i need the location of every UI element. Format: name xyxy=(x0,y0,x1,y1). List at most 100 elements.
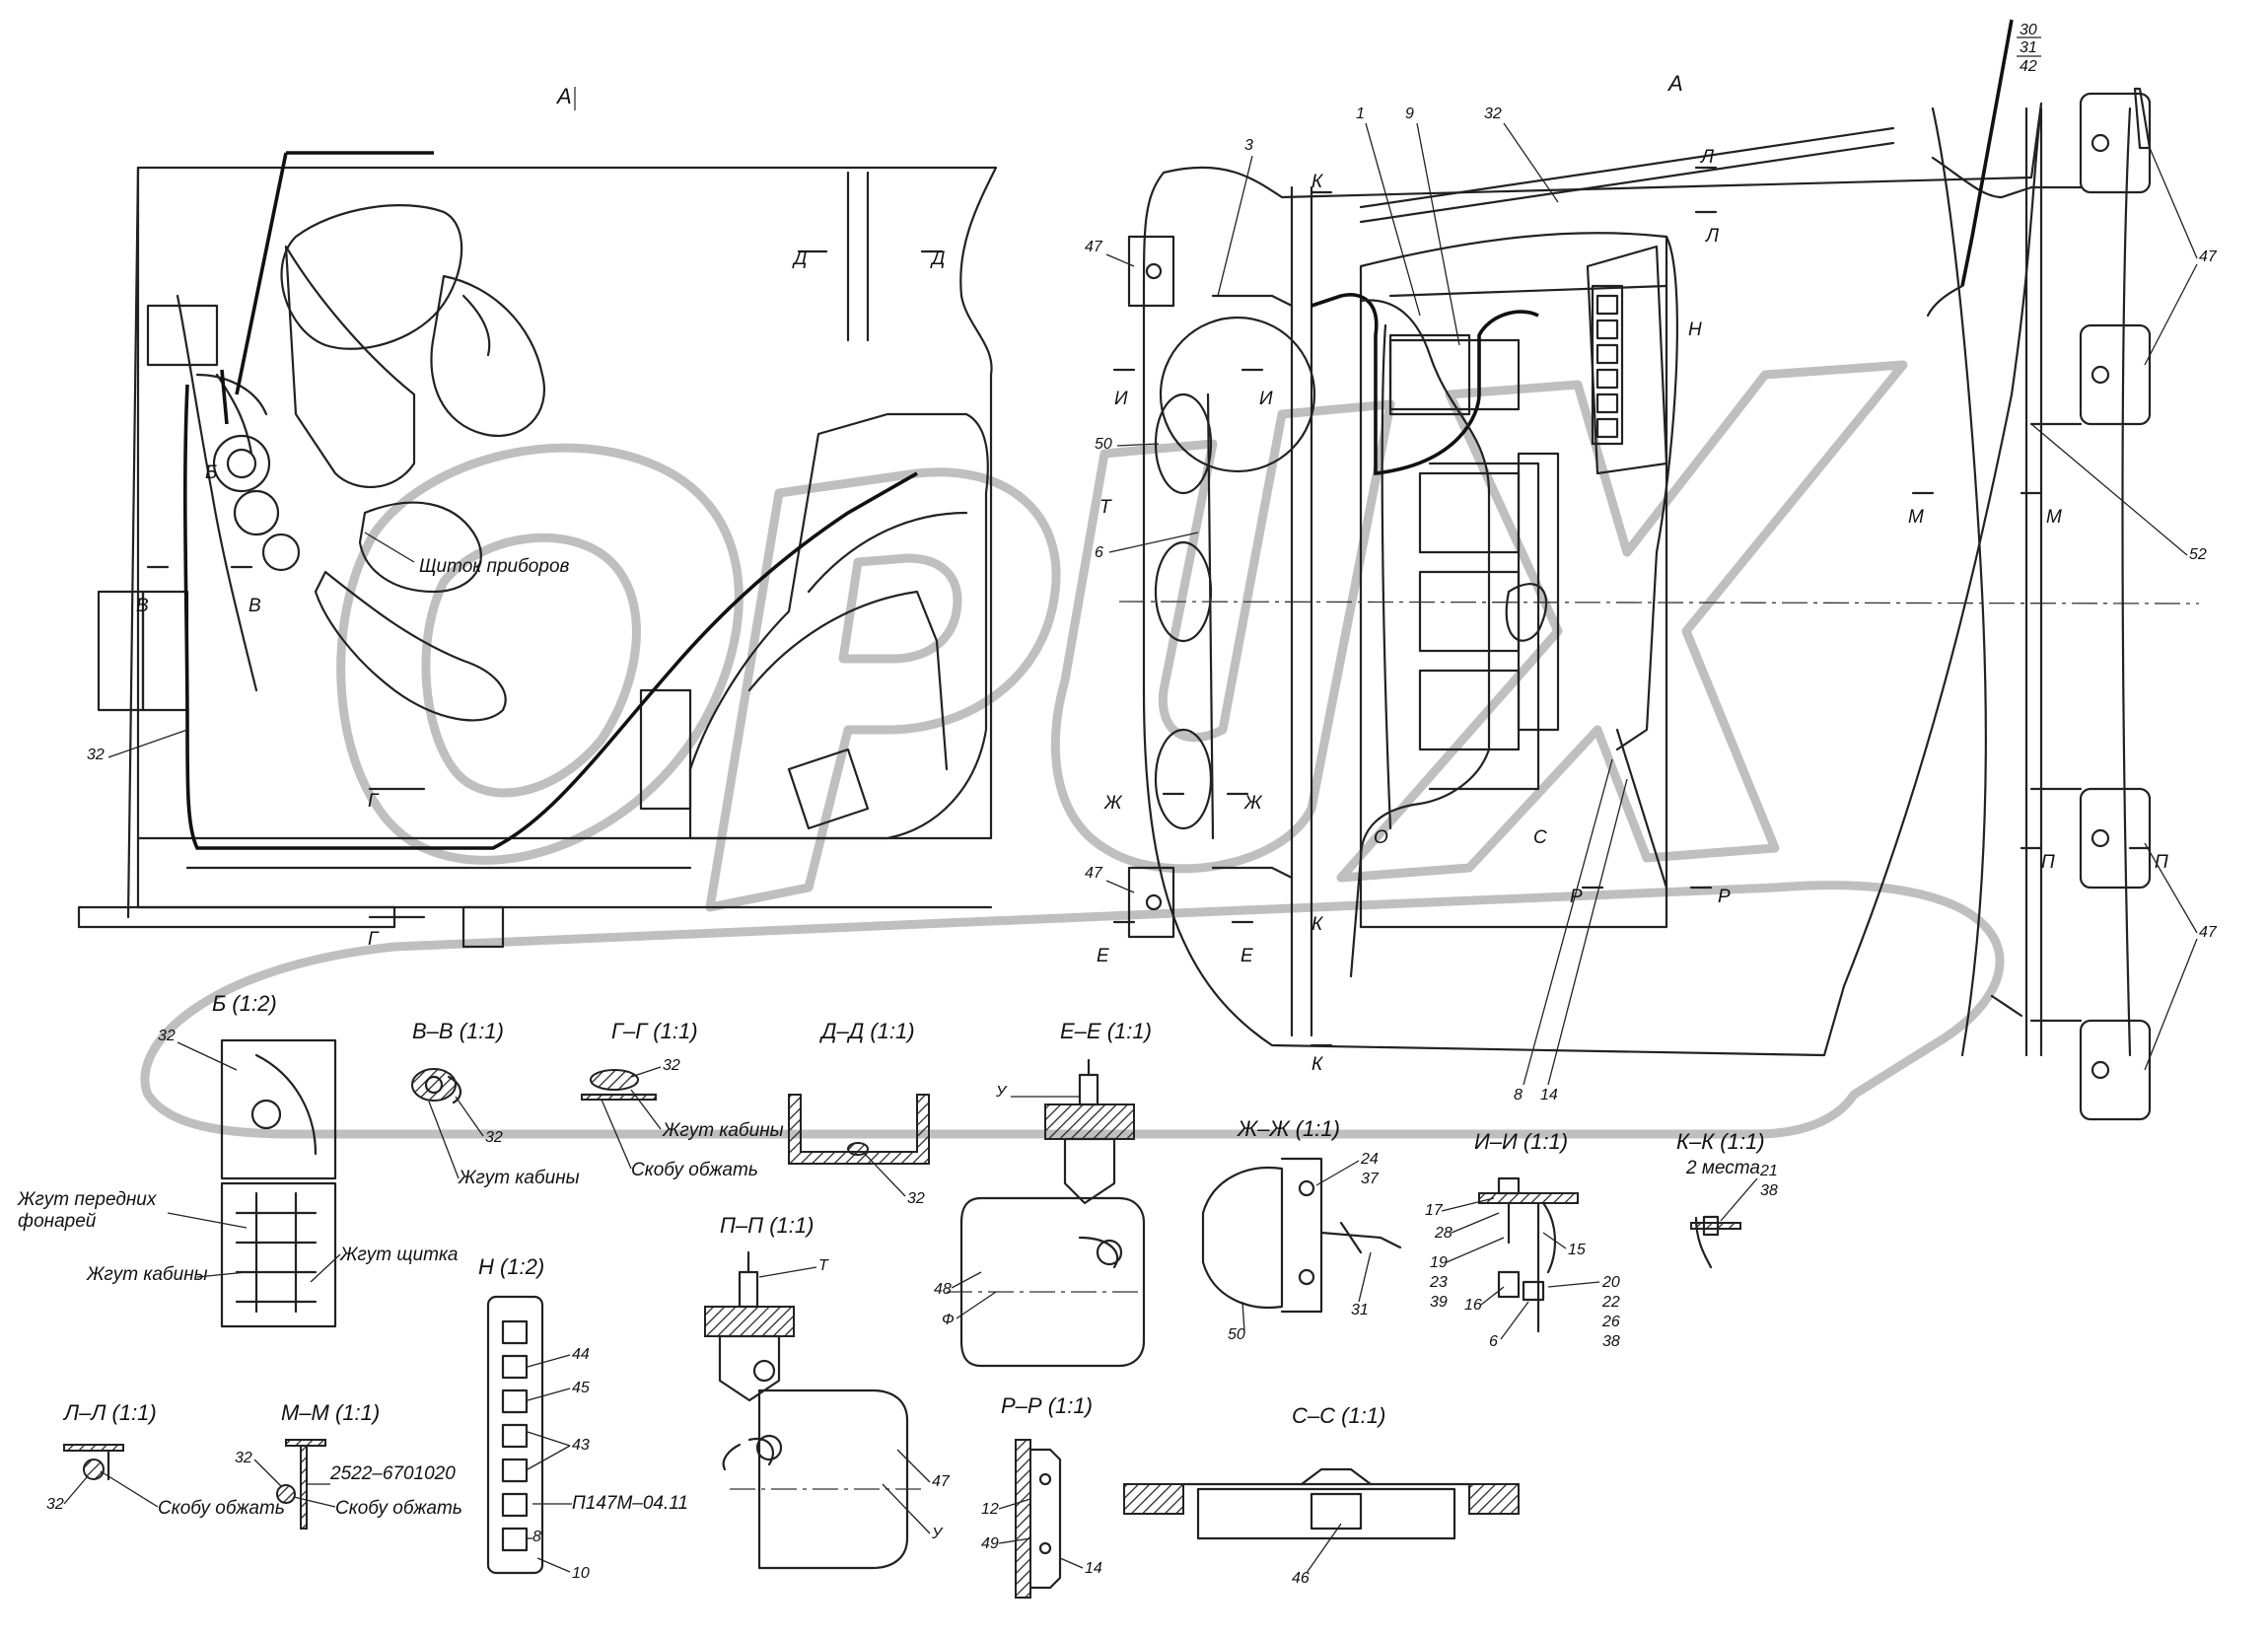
callout-16: 16 xyxy=(1464,1297,1482,1314)
callout-22: 22 xyxy=(1601,1294,1620,1311)
callout-u-1: У xyxy=(995,1084,1008,1101)
view-title-a-left: A xyxy=(555,84,572,108)
section-dd: Д–Д (1:1) 32 xyxy=(788,1019,930,1207)
mark-l-1: Л xyxy=(1699,147,1715,168)
callout-28: 28 xyxy=(1434,1225,1453,1242)
callout-32-top: 32 xyxy=(1484,106,1502,122)
note-zhgut-kabiny-b: Жгут кабины xyxy=(86,1264,208,1285)
callout-32-vv: 32 xyxy=(485,1129,503,1146)
right-view-front-panel: А xyxy=(1085,19,2218,1121)
section-gg: Г–Г (1:1) 32 Жгут кабины Скобу обжать xyxy=(580,1019,784,1180)
callout-32-mm: 32 xyxy=(235,1450,252,1466)
note-part-p147: П147М–04.11 xyxy=(572,1493,688,1514)
section-ll: Л–Л (1:1) 32 Скобу обжать xyxy=(46,1400,285,1519)
callout-9: 9 xyxy=(1405,106,1414,122)
section-rr-title: Р–Р (1:1) xyxy=(1001,1393,1093,1418)
section-kk-note: 2 места xyxy=(1685,1158,1760,1178)
callout-32-left: 32 xyxy=(87,747,105,763)
callout-45: 45 xyxy=(572,1380,590,1396)
mark-o: О xyxy=(1374,827,1388,848)
mark-zh-2: Ж xyxy=(1243,793,1263,814)
note-zhgut-shchitka: Жгут щитка xyxy=(339,1245,459,1265)
callout-31: 31 xyxy=(1351,1302,1369,1318)
section-mm-title: М–М (1:1) xyxy=(281,1400,380,1425)
mark-g-2: Г xyxy=(368,929,380,950)
mark-k-2: К xyxy=(1311,914,1324,935)
section-ee-title: Е–Е (1:1) xyxy=(1060,1019,1152,1043)
note-zhgut-kabiny-gg: Жгут кабины xyxy=(662,1120,784,1141)
mark-l-2: Л xyxy=(1704,226,1720,247)
callout-47-e: 47 xyxy=(932,1473,951,1490)
callout-30: 30 xyxy=(2020,22,2037,38)
note-zhgut-kabiny-vv: Жгут кабины xyxy=(458,1168,580,1188)
callout-32-dd: 32 xyxy=(907,1190,925,1207)
mark-u-2: У xyxy=(931,1526,944,1542)
note-skobu-gg: Скобу обжать xyxy=(631,1160,758,1180)
callout-21: 21 xyxy=(1759,1163,1778,1179)
mark-b: Б xyxy=(205,463,217,483)
callout-14-a: 14 xyxy=(1540,1087,1558,1104)
mark-i-2: И xyxy=(1259,389,1273,409)
mark-m-1: М xyxy=(1908,507,1924,528)
mark-f: Ф xyxy=(942,1312,955,1328)
callout-8-b: 8 xyxy=(532,1529,541,1545)
note-zhgut-perednikh-1: Жгут передних xyxy=(17,1189,158,1210)
callout-42: 42 xyxy=(2020,58,2037,75)
callout-14-b: 14 xyxy=(1085,1560,1102,1577)
section-ii-title: И–И (1:1) xyxy=(1474,1129,1568,1154)
callout-31-top: 31 xyxy=(2020,39,2037,56)
mark-i-1: И xyxy=(1114,389,1128,409)
mark-s: С xyxy=(1533,827,1547,848)
callout-50-a: 50 xyxy=(1095,436,1112,453)
callout-37: 37 xyxy=(1361,1171,1380,1187)
callout-47-b: 47 xyxy=(1085,865,1103,882)
note-skobu-ll: Скобу обжать xyxy=(158,1498,285,1519)
callout-6-a: 6 xyxy=(1095,544,1103,561)
note-shitok-priborov: Щиток приборов xyxy=(419,556,570,577)
section-zhzh: Ж–Ж (1:1) 24 37 50 31 xyxy=(1201,1116,1402,1343)
mark-t-1: Т xyxy=(1099,497,1112,518)
mark-d-2: Д xyxy=(930,249,945,269)
callout-17: 17 xyxy=(1425,1202,1444,1219)
mark-p-2: П xyxy=(2155,852,2168,873)
mark-d-1: Д xyxy=(792,249,807,269)
section-ii: И–И (1:1) 17 28 19 23 39 16 15 6 20 22 2… xyxy=(1425,1129,1620,1350)
section-gg-title: Г–Г (1:1) xyxy=(611,1019,698,1043)
callout-8-a: 8 xyxy=(1514,1087,1523,1104)
mark-t-2: Т xyxy=(818,1257,829,1274)
callout-12: 12 xyxy=(981,1501,999,1518)
callout-3: 3 xyxy=(1244,137,1253,154)
callout-1: 1 xyxy=(1356,106,1365,122)
section-dd-title: Д–Д (1:1) xyxy=(818,1019,915,1043)
view-title-a-right: А xyxy=(1666,71,1683,96)
section-kk: К–К (1:1) 2 места 21 38 xyxy=(1676,1129,1778,1269)
callout-10: 10 xyxy=(572,1565,590,1582)
detail-n: Н (1:2) 44 45 43 8 П147М–04.11 10 xyxy=(478,1254,688,1582)
callout-20: 20 xyxy=(1601,1274,1620,1291)
mark-v-2: В xyxy=(248,596,261,616)
detail-n-title: Н (1:2) xyxy=(478,1254,544,1279)
mark-m-2: М xyxy=(2046,507,2062,528)
callout-24: 24 xyxy=(1360,1151,1379,1168)
section-pp-title: П–П (1:1) xyxy=(720,1213,814,1238)
mark-p-1: П xyxy=(2041,852,2055,873)
callout-26: 26 xyxy=(1601,1314,1620,1330)
callout-15: 15 xyxy=(1568,1242,1586,1258)
callout-38-a: 38 xyxy=(1602,1333,1620,1350)
section-mm: М–М (1:1) 32 2522–6701020 Скобу обжать xyxy=(235,1400,462,1530)
section-kk-title: К–К (1:1) xyxy=(1676,1129,1765,1154)
callout-stack-top: 30 31 42 xyxy=(2017,22,2041,75)
callout-47-c: 47 xyxy=(2199,249,2218,265)
note-skobu-mm: Скобу обжать xyxy=(335,1498,462,1519)
callout-49: 49 xyxy=(981,1535,999,1552)
switch-block-n xyxy=(1591,284,1624,446)
mark-e-1: Е xyxy=(1097,946,1109,966)
callout-43: 43 xyxy=(572,1437,590,1454)
detail-b-title: Б (1:2) xyxy=(212,991,277,1016)
section-pp: П–П (1:1) Т 47 У xyxy=(704,1213,951,1570)
callout-47-a: 47 xyxy=(1085,239,1103,255)
callout-44: 44 xyxy=(572,1346,590,1363)
callout-47-d: 47 xyxy=(2199,924,2218,941)
callout-48: 48 xyxy=(934,1281,952,1298)
left-view-cab-interior: A xyxy=(77,84,998,950)
